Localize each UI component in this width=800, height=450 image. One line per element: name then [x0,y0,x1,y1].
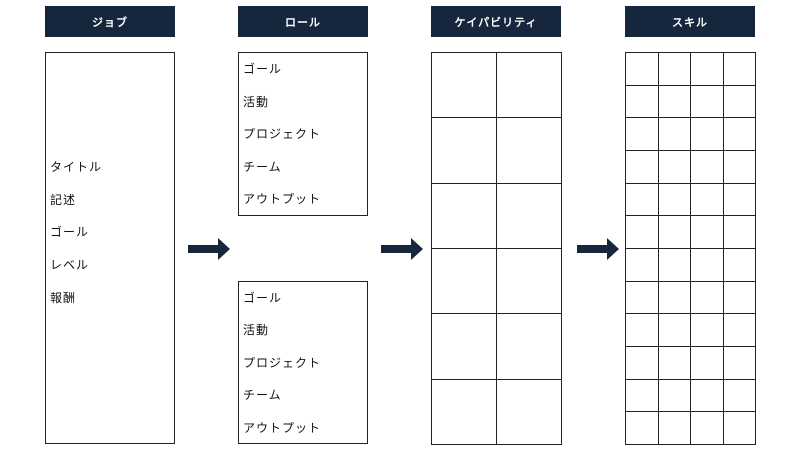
role-item: プロジェクト [243,356,322,370]
job-item: レベル [50,258,90,272]
skill-cell [626,183,659,217]
capability-cell [432,118,497,184]
capability-cell [497,183,562,249]
skill-grid [625,52,756,445]
skill-cell [658,249,691,282]
skill-cell [691,249,724,282]
capability-cell [497,53,562,119]
skill-cell [723,216,756,249]
capability-cell [432,249,497,315]
role-item: ゴール [243,62,283,76]
capability-cell [432,53,497,119]
role-item: アウトプット [243,192,322,206]
skill-cell [691,379,724,413]
job-item: タイトル [50,160,103,174]
role-item: アウトプット [243,421,322,435]
role-item: プロジェクト [243,127,322,141]
job-item: 報酬 [50,291,77,305]
capability-cell [497,249,562,315]
skill-cell [626,118,659,151]
skill-cell [691,151,724,184]
role-item: チーム [243,388,282,402]
skill-cell [723,118,756,151]
capability-cell [497,314,562,380]
skill-cell [723,85,756,119]
capability-cell [432,183,497,249]
role-item: チーム [243,160,282,174]
skill-cell [626,85,659,119]
skill-cell [626,53,659,86]
skill-cell [626,281,659,315]
skill-cell [723,379,756,413]
skill-cell [691,53,724,86]
job-item: ゴール [50,225,90,239]
skill-cell [658,85,691,119]
role-box-1: ゴール 活動 プロジェクト チーム アウトプット [238,52,368,216]
skill-cell [658,412,691,445]
skill-cell [723,314,756,347]
header-job: ジョブ [45,6,175,37]
skill-cell [626,412,659,445]
skill-cell [723,249,756,282]
capability-cell [497,379,562,445]
role-item: ゴール [243,291,283,305]
skill-cell [626,314,659,347]
skill-cell [691,281,724,315]
capability-grid [431,52,562,445]
role-item: 活動 [243,323,270,337]
job-box: タイトル 記述 ゴール レベル 報酬 [45,52,175,444]
skill-cell [626,216,659,249]
skill-cell [723,412,756,445]
skill-cell [691,314,724,347]
skill-cell [691,216,724,249]
header-capability: ケイパビリティ [431,6,561,37]
capability-cell [497,118,562,184]
skill-cell [626,347,659,380]
skill-cell [658,118,691,151]
right-arrow-icon [577,238,619,260]
capability-cell [432,314,497,380]
skill-cell [691,347,724,380]
skill-cell [658,281,691,315]
skill-cell [626,249,659,282]
skill-cell [723,183,756,217]
capability-cell [432,379,497,445]
skill-cell [691,118,724,151]
skill-cell [723,347,756,380]
job-item: 記述 [50,193,77,207]
skill-cell [626,151,659,184]
header-skill: スキル [625,6,755,37]
skill-cell [691,412,724,445]
role-item: 活動 [243,95,270,109]
role-box-2: ゴール 活動 プロジェクト チーム アウトプット [238,281,368,444]
right-arrow-icon [188,238,230,260]
skill-cell [658,216,691,249]
skill-cell [658,314,691,347]
skill-cell [723,53,756,86]
skill-cell [626,379,659,413]
skill-cell [723,281,756,315]
right-arrow-icon [381,238,423,260]
skill-cell [691,183,724,217]
header-role: ロール [238,6,368,37]
skill-cell [658,183,691,217]
skill-cell [658,151,691,184]
skill-cell [658,347,691,380]
skill-cell [658,379,691,413]
skill-cell [723,151,756,184]
skill-cell [658,53,691,86]
skill-cell [691,85,724,119]
